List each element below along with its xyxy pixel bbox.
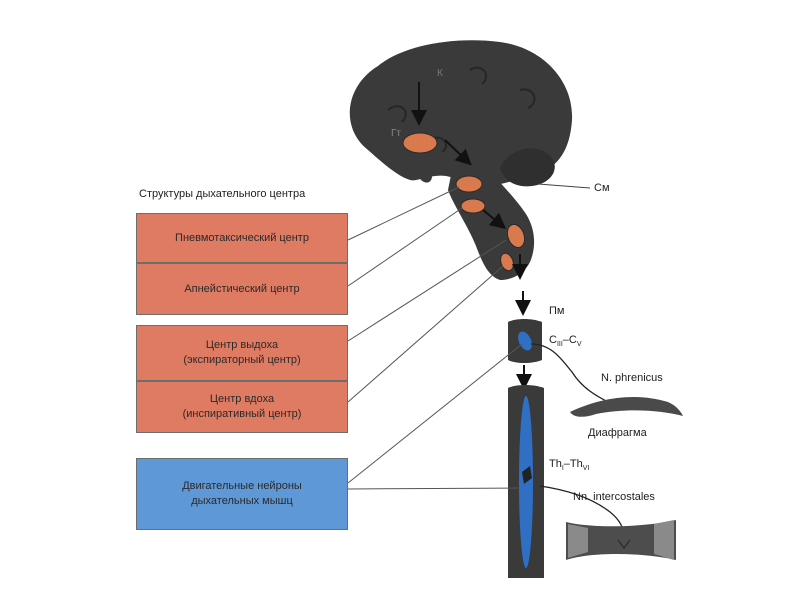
box-motor-line2: дыхательных мышц: [191, 495, 293, 507]
nucleus-hypothalamus: [402, 132, 438, 154]
label-cervical-range: CIII–CV: [549, 334, 582, 349]
label-c-sub-end: V: [576, 341, 582, 349]
nucleus-expiratory: [506, 223, 526, 249]
diagram-heading: Структуры дыхательного центра: [139, 188, 306, 200]
label-k: К: [437, 68, 443, 79]
box-expiratory-center: Центр выдоха (экспираторный центр): [136, 325, 348, 381]
brain-fold: [387, 105, 407, 123]
label-th-start: Th: [549, 458, 562, 470]
box-motor-line1: Двигательные нейроны: [182, 480, 302, 492]
label-th-sub-start: I: [561, 465, 564, 473]
intercostal-muscle: [566, 520, 676, 560]
label-nn-intercostales: Nn. intercostales: [573, 491, 655, 503]
label-diaphragm: Диафрагма: [588, 427, 647, 439]
leader-motor-thoracic: [347, 487, 521, 490]
cerebellum: [500, 148, 555, 187]
leader-inspiratory: [347, 265, 504, 403]
brain-cortex: [349, 40, 573, 186]
leader-pneumotaxic: [347, 186, 460, 241]
nucleus-pneumotaxic: [455, 175, 483, 193]
box-pneumotaxic-label: Пневмотаксический центр: [175, 231, 309, 244]
nucleus-inspiratory: [500, 252, 514, 272]
label-pm: Пм: [549, 305, 565, 317]
diaphragm-muscle: [570, 397, 683, 417]
box-apneustic-label: Апнейстический центр: [184, 282, 300, 295]
nucleus-apneustic: [460, 198, 486, 214]
intercostal-muscle-shade-right: [654, 520, 674, 560]
box-inspiratory-line2: (инспиративный центр): [182, 408, 302, 420]
box-inspiratory-line1: Центр вдоха: [209, 393, 275, 405]
thoracic-mark: [522, 466, 532, 484]
leader-motor-cervical: [347, 343, 523, 484]
brain-fold: [519, 88, 536, 109]
box-pneumotaxic-center: Пневмотаксический центр: [136, 213, 348, 263]
phrenic-nerve: [530, 343, 613, 405]
label-gt: Гт: [391, 128, 401, 139]
label-th-end: Th: [569, 458, 583, 470]
pituitary: [418, 174, 432, 183]
box-expiratory-line1: Центр выдоха: [205, 339, 279, 351]
pointer-sm: [537, 183, 591, 189]
label-n-phrenicus: N. phrenicus: [601, 372, 663, 384]
arrow-to-medulla: [482, 209, 507, 230]
label-c-end: C: [568, 334, 577, 346]
leader-apneustic: [347, 207, 463, 287]
label-c-sub-start: III: [556, 341, 563, 349]
motor-nucleus-cervical: [518, 331, 532, 351]
label-thoracic-range: ThI–ThVI: [549, 458, 590, 473]
leader-expiratory: [347, 239, 507, 342]
label-c-start: C: [549, 334, 557, 346]
label-sm: См: [594, 182, 610, 194]
label-th-sub-end: VI: [582, 465, 590, 473]
arrow-to-pons: [444, 139, 472, 166]
intercostal-muscle-shade-left: [568, 524, 588, 558]
box-motor-neurons: Двигательные нейроны дыхательных мышц: [136, 458, 348, 530]
box-apneustic-center: Апнейстический центр: [136, 263, 348, 315]
box-inspiratory-center: Центр вдоха (инспиративный центр): [136, 381, 348, 433]
intercostal-nerve-end: [617, 539, 631, 549]
box-expiratory-line2: (экспираторный центр): [183, 354, 301, 366]
brain-fold: [469, 66, 488, 85]
